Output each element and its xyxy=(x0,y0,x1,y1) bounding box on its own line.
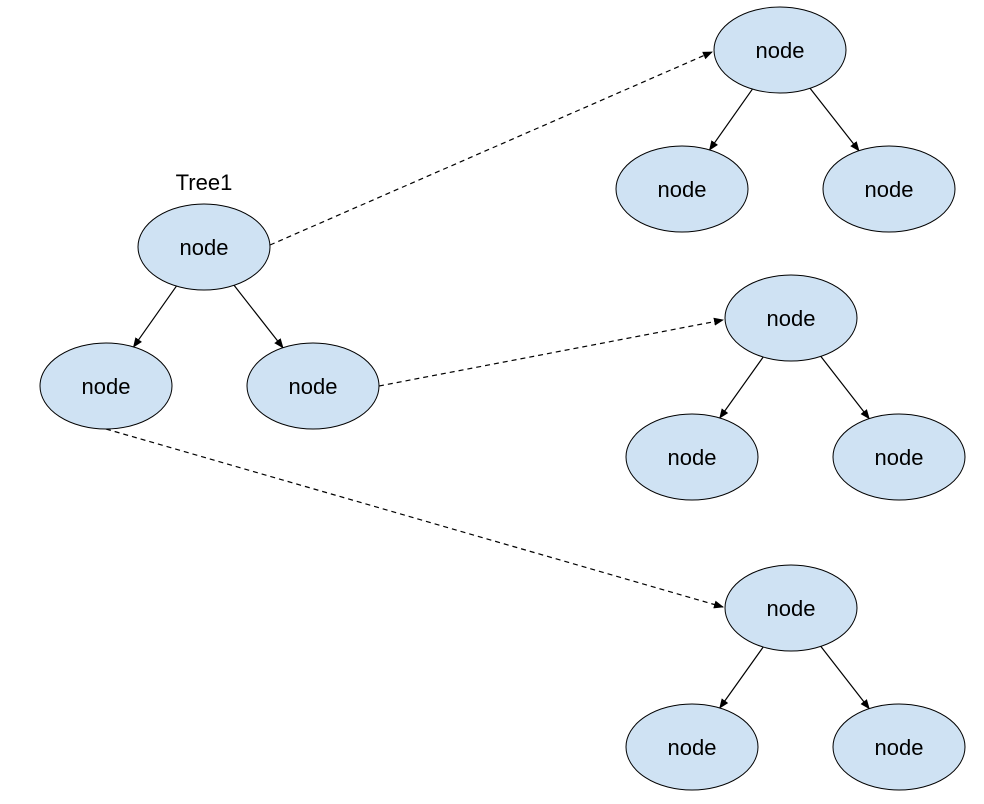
dashed-arrow-left-to-bot_root xyxy=(105,428,724,609)
edge-arrow-root-to-right xyxy=(233,284,284,349)
node-ellipse xyxy=(246,342,380,430)
edge-arrow-top_root-to-top_right xyxy=(809,87,860,152)
node-ellipse xyxy=(39,342,173,430)
tree-node-mid_left: node xyxy=(625,413,759,501)
edges-layer xyxy=(105,51,870,710)
tree-node-bot_root: node xyxy=(724,564,858,652)
node-label: node xyxy=(767,596,816,621)
dashed-arrow-right-to-mid_root xyxy=(378,317,724,387)
tree-node-mid_root: node xyxy=(724,274,858,362)
tree-node-root: node xyxy=(137,203,271,291)
node-ellipse xyxy=(822,145,956,233)
node-ellipse xyxy=(615,145,749,233)
node-label: node xyxy=(180,235,229,260)
node-label: node xyxy=(865,177,914,202)
tree-node-top_right: node xyxy=(822,145,956,233)
node-label: node xyxy=(82,374,131,399)
edge-arrow-bot_root-to-bot_left xyxy=(719,646,764,709)
node-label: node xyxy=(875,445,924,470)
edge-arrow-top_root-to-top_left xyxy=(708,88,753,151)
node-ellipse xyxy=(724,564,858,652)
tree-node-mid_right: node xyxy=(832,413,966,501)
tree-node-left: node xyxy=(39,342,173,430)
tree-node-top_left: node xyxy=(615,145,749,233)
tree-node-bot_left: node xyxy=(625,703,759,791)
tree-node-bot_right: node xyxy=(832,703,966,791)
node-label: node xyxy=(668,735,717,760)
node-ellipse xyxy=(713,6,847,94)
edge-arrow-root-to-left xyxy=(132,285,177,348)
node-ellipse xyxy=(137,203,271,291)
node-ellipse xyxy=(724,274,858,362)
node-label: node xyxy=(875,735,924,760)
edge-arrow-bot_root-to-bot_right xyxy=(820,645,870,710)
node-label: node xyxy=(289,374,338,399)
node-ellipse xyxy=(832,703,966,791)
node-label: node xyxy=(767,306,816,331)
node-label: node xyxy=(668,445,717,470)
node-label: node xyxy=(658,177,707,202)
tree-title: Tree1 xyxy=(176,170,233,195)
node-label: node xyxy=(756,38,805,63)
nodes-layer: node node node node node node node node node node… xyxy=(39,6,966,791)
edge-arrow-mid_root-to-mid_right xyxy=(820,355,870,420)
tree-node-top_root: node xyxy=(713,6,847,94)
node-ellipse xyxy=(625,703,759,791)
node-ellipse xyxy=(832,413,966,501)
edge-arrow-mid_root-to-mid_left xyxy=(719,356,764,419)
tree-node-right: node xyxy=(246,342,380,430)
node-ellipse xyxy=(625,413,759,501)
